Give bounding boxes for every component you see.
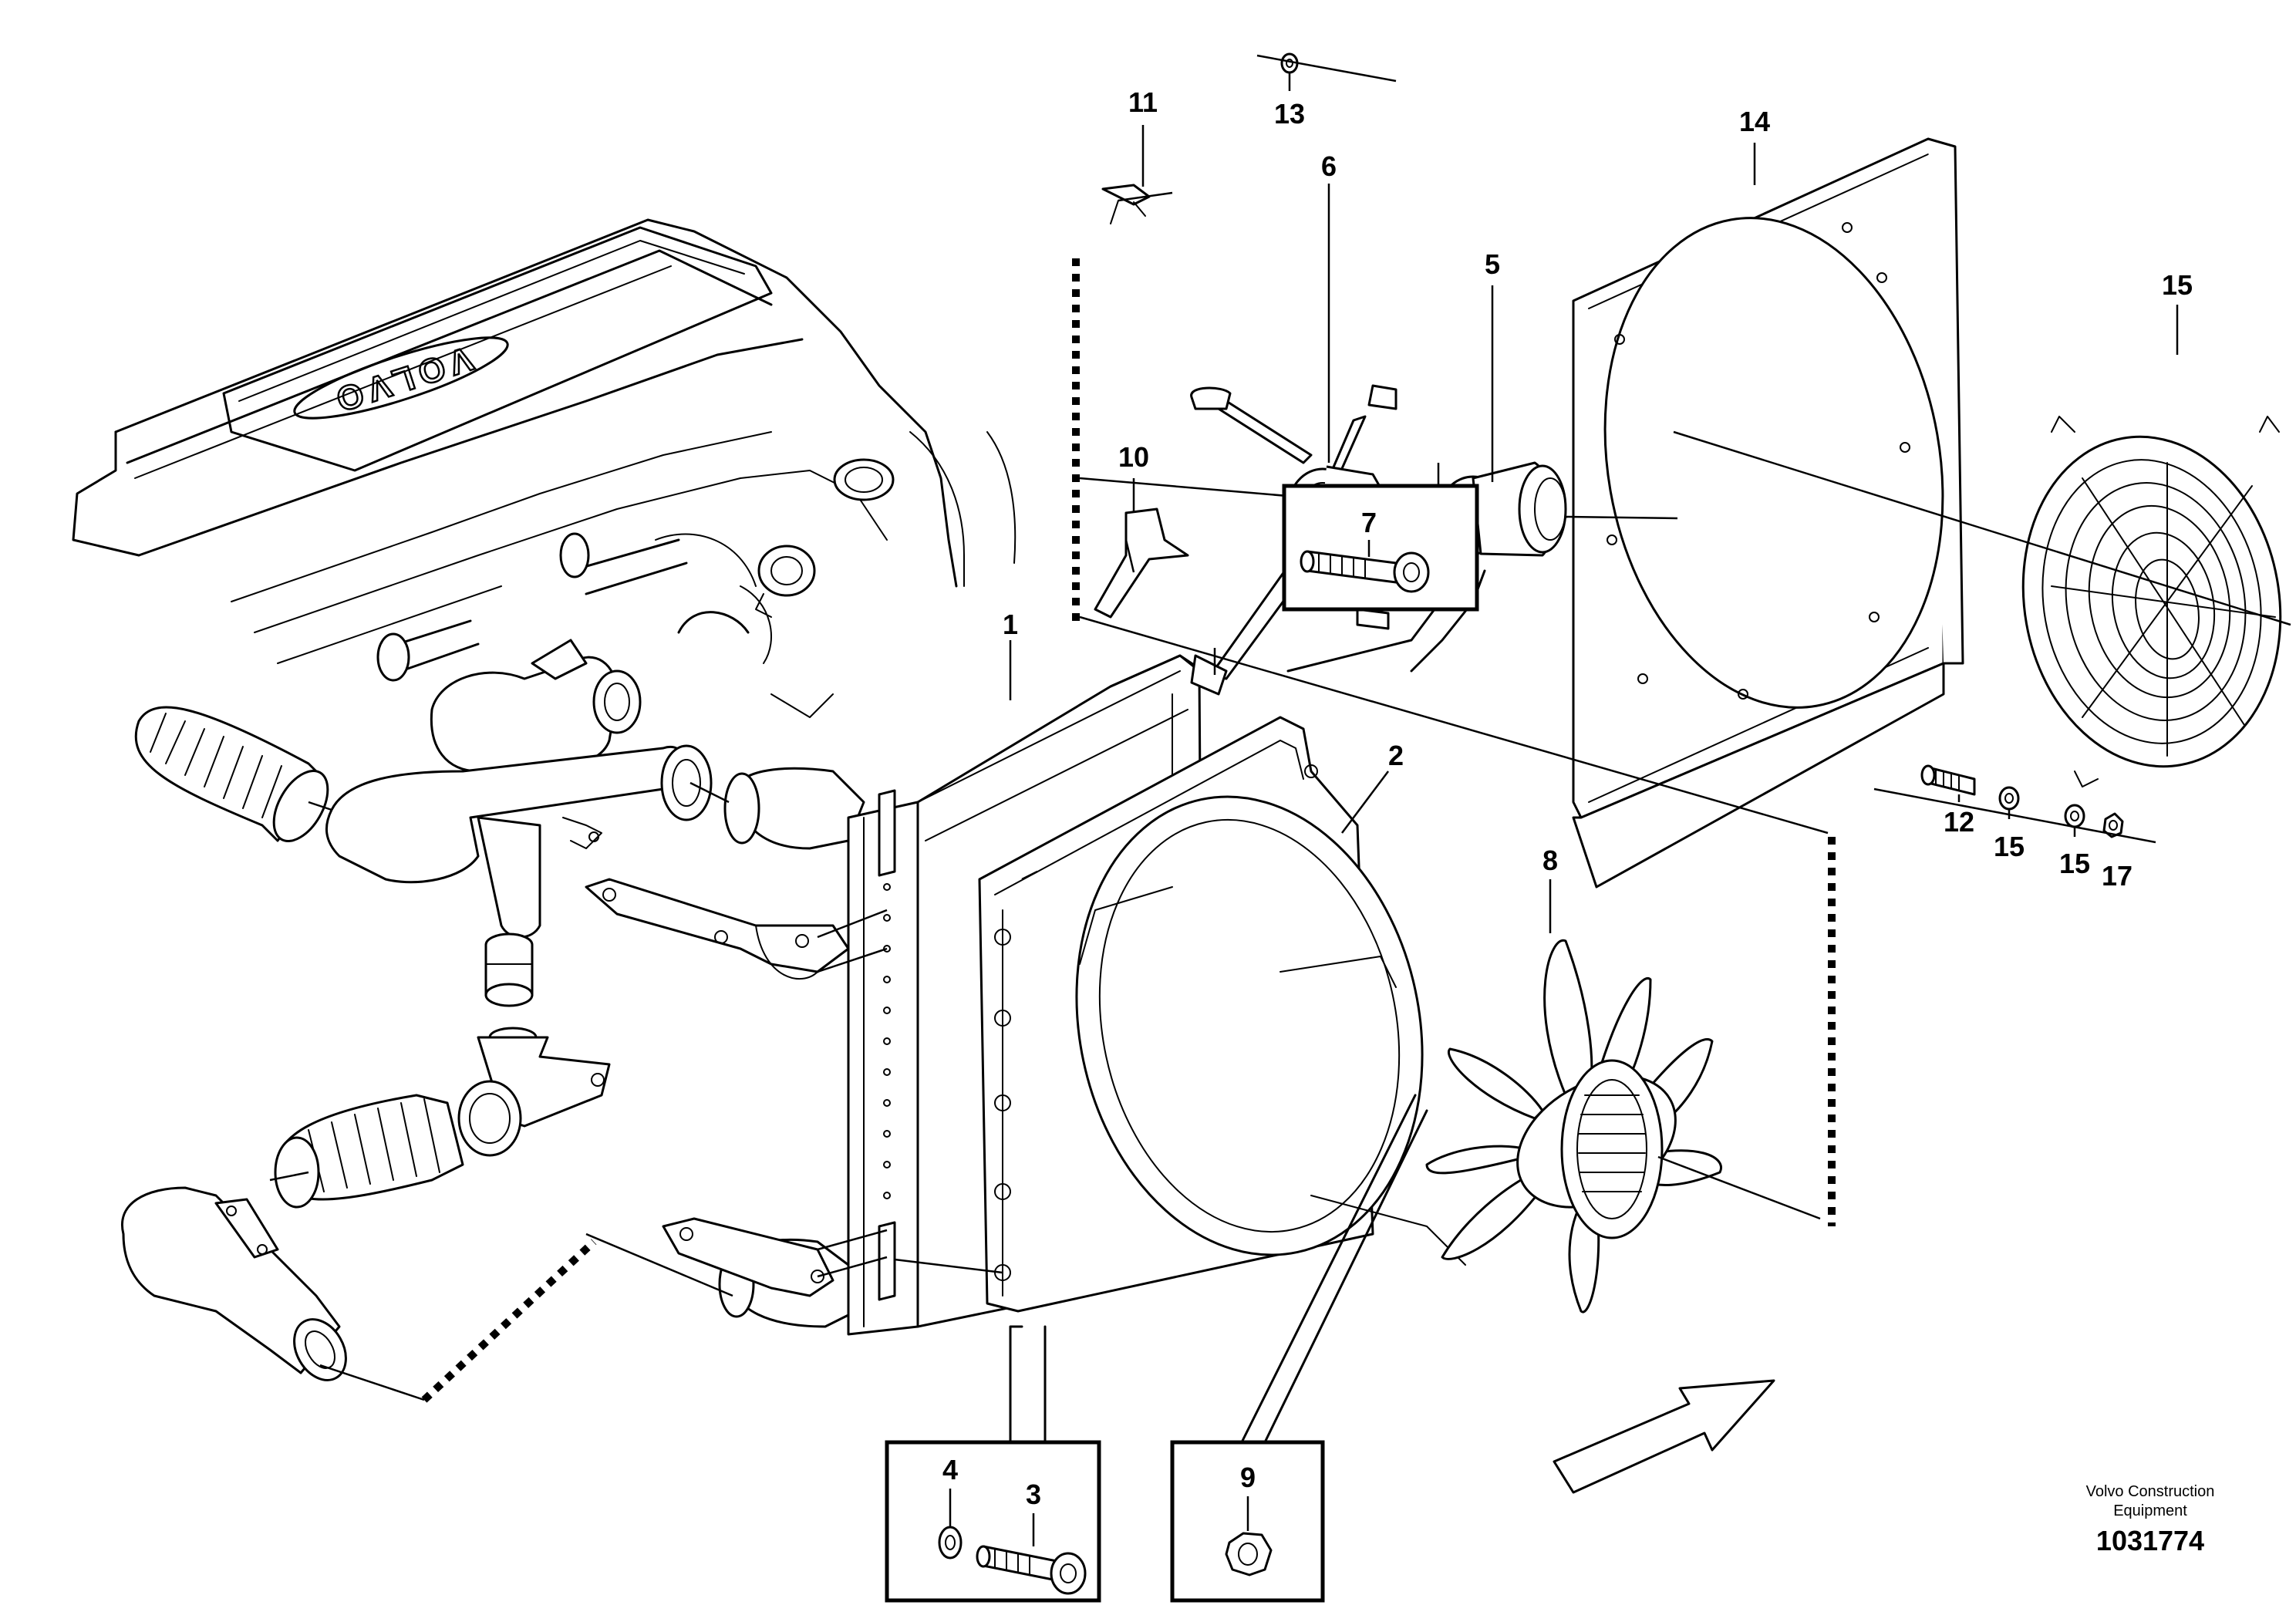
callout-9: 9	[1240, 1462, 1256, 1493]
connector-sleeve	[484, 932, 534, 1007]
callout-6: 6	[1321, 150, 1337, 182]
callout-2: 2	[1388, 740, 1404, 771]
clip	[1101, 184, 1151, 224]
callout-13: 13	[1274, 98, 1305, 130]
document-number: 1031774	[2096, 1525, 2204, 1556]
nut-17	[2102, 812, 2124, 838]
lower-corrugated-hose	[274, 1094, 464, 1209]
washer-15a	[1998, 786, 2020, 811]
radiator-rivets	[883, 883, 891, 1199]
callout-4: 4	[942, 1454, 958, 1485]
oil-filler-cap	[833, 458, 895, 501]
bolt-3	[976, 1545, 1087, 1595]
callout-8: 8	[1542, 845, 1558, 876]
upper-corrugated-hose	[134, 706, 329, 843]
callout-17: 17	[2102, 860, 2132, 892]
upper-pipe	[325, 744, 713, 939]
callouts: 1 2 6 5 11 13 10 14 15 8 12 15 15 17	[1003, 73, 2193, 1444]
detail-box-3-4: 4 3	[885, 1440, 1101, 1603]
washer-4	[938, 1526, 963, 1560]
callout-16: 15	[2162, 269, 2193, 301]
detail-box-9: 9	[1170, 1440, 1325, 1603]
lower-elbow-fitting	[457, 1027, 611, 1157]
fan-shroud	[978, 716, 1466, 1313]
engine-cover-logo-text: VOLVO	[325, 339, 477, 421]
brand-line-1: Volvo Construction	[2086, 1483, 2215, 1500]
breather-fitting	[755, 545, 816, 618]
airflow-direction-arrow	[1553, 1379, 1775, 1494]
callout-11: 11	[1128, 86, 1158, 118]
fan-hub-ribs	[1578, 1094, 1646, 1192]
stud-12	[1920, 764, 1976, 796]
lower-pipe	[121, 1186, 347, 1381]
callout-7: 7	[1361, 507, 1377, 538]
clip-bracket	[1094, 508, 1189, 619]
fan	[1425, 939, 1722, 1313]
detail-box-7: 7	[1282, 484, 1479, 612]
fan-guard	[2021, 416, 2282, 787]
callout-3: 3	[1026, 1479, 1041, 1510]
callout-5: 5	[1485, 248, 1500, 280]
callout-15-b: 15	[2059, 848, 2090, 879]
callout-1: 1	[1003, 609, 1018, 640]
callout-14: 14	[1739, 106, 1770, 137]
engine-block: VOLVO	[72, 218, 1017, 773]
washer-15b	[2064, 804, 2085, 828]
brand-line-2: Equipment	[2113, 1502, 2187, 1519]
shroud-frame	[1572, 137, 1964, 889]
assembly-dash-lines	[421, 258, 1836, 1403]
callout-12: 12	[1944, 806, 1974, 838]
nut-9	[1225, 1532, 1273, 1576]
thermostat-housing	[430, 639, 642, 773]
washer-13	[1280, 52, 1299, 74]
callout-10: 10	[1118, 441, 1149, 473]
callout-15-a: 15	[1994, 831, 2025, 862]
footer: Volvo Construction Equipment 1031774	[2086, 1483, 2215, 1556]
bolt-7	[1300, 550, 1430, 593]
